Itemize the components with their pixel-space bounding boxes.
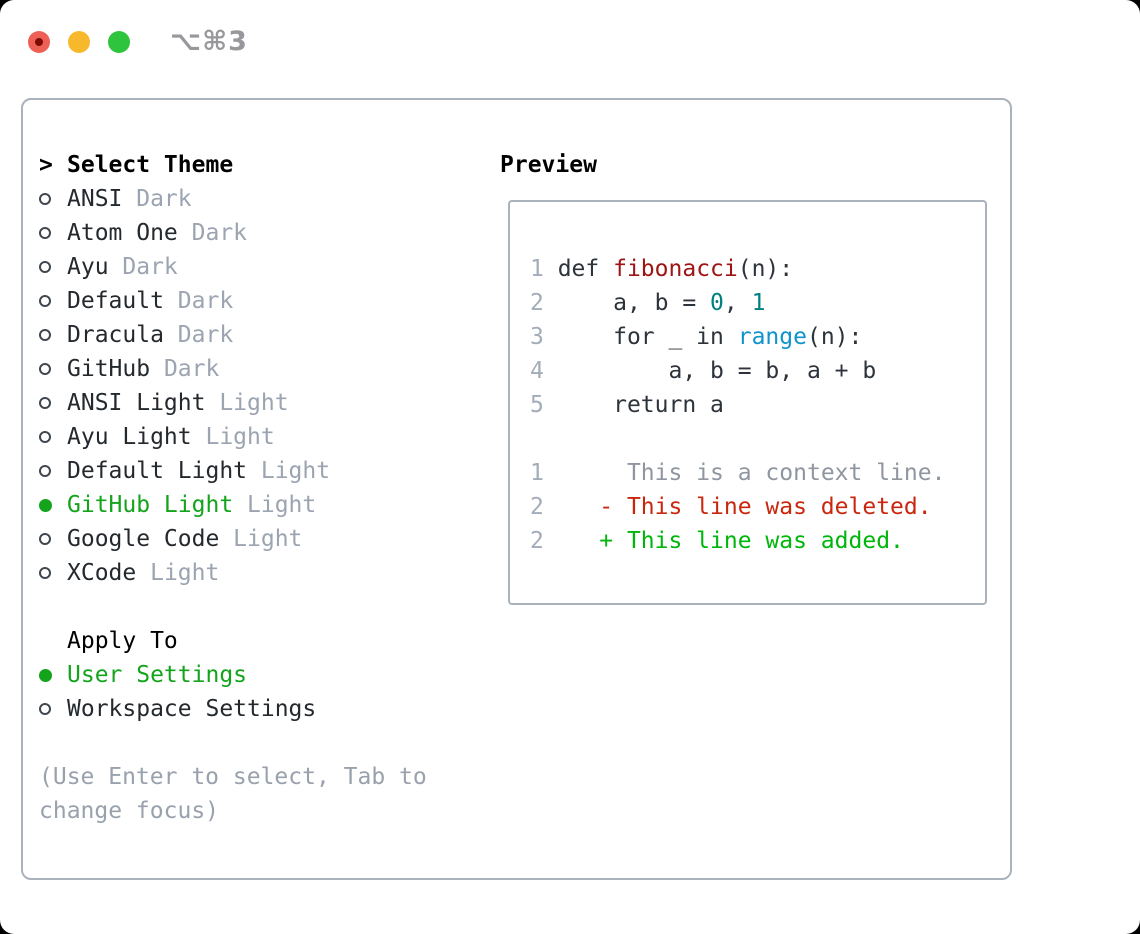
preview-title: Preview — [500, 152, 597, 178]
radio-icon — [39, 227, 67, 239]
radio-icon — [39, 329, 67, 341]
line-number: 2 — [530, 494, 544, 520]
theme-name: GitHub Light — [67, 492, 234, 518]
code-line — [530, 422, 985, 456]
line-number: 1 — [530, 460, 544, 486]
theme-item-ansi[interactable]: ANSI Dark — [39, 182, 500, 216]
line-number: 1 — [530, 256, 544, 282]
theme-variant-tag: Dark — [191, 220, 248, 246]
prompt-arrow-icon: > — [39, 152, 53, 178]
minimize-button[interactable] — [68, 30, 90, 53]
code-line: 2 - This line was deleted. — [530, 494, 932, 520]
theme-name: Google Code — [67, 526, 220, 552]
theme-variant-tag: Light — [150, 560, 220, 586]
radio-icon — [39, 363, 67, 375]
theme-name: Dracula — [67, 322, 164, 348]
theme-variant-tag: Light — [260, 458, 331, 484]
theme-variant-tag: Light — [247, 492, 317, 518]
theme-item-atom-one[interactable]: Atom One Dark — [39, 216, 500, 250]
line-number: 5 — [530, 392, 544, 418]
theme-item-ayu[interactable]: Ayu Dark — [39, 250, 500, 284]
theme-name: Ayu — [67, 254, 109, 280]
theme-variant-tag: Light — [205, 424, 275, 450]
theme-variant-tag: Dark — [177, 288, 234, 314]
radio-selected-icon — [39, 668, 67, 682]
theme-name: Default Light — [67, 458, 248, 484]
apply-option-name: User Settings — [67, 662, 248, 688]
theme-item-ayu-light[interactable]: Ayu Light Light — [39, 420, 500, 454]
theme-item-default[interactable]: Default Dark — [39, 284, 500, 318]
apply-to-title: Apply To — [67, 628, 178, 654]
theme-item-xcode[interactable]: XCode Light — [39, 556, 500, 590]
code-line: 1 def fibonacci(n): — [530, 256, 794, 282]
line-number: 2 — [530, 528, 544, 554]
code-line: 4 a, b = b, a + b — [530, 358, 877, 384]
code-line: 3 for _ in range(n): — [530, 324, 863, 350]
theme-item-github[interactable]: GitHub Dark — [39, 352, 500, 386]
theme-name: Atom One — [67, 220, 178, 246]
radio-icon — [39, 465, 67, 477]
code-line: 1 This is a context line. — [530, 460, 946, 486]
apply-option-workspace-settings[interactable]: Workspace Settings — [39, 692, 500, 726]
titlebar: ⌥⌘3 — [28, 26, 248, 57]
code-line: 5 return a — [530, 392, 724, 418]
theme-variant-tag: Light — [233, 526, 303, 552]
code-preview-box: 1 def fibonacci(n): 2 a, b = 0, 1 3 for _ … — [508, 200, 987, 605]
theme-name: ANSI Light — [67, 390, 206, 416]
radio-icon — [39, 431, 67, 443]
theme-item-default-light[interactable]: Default Light Light — [39, 454, 500, 488]
radio-icon — [39, 703, 67, 715]
keyboard-shortcut-label: ⌥⌘3 — [170, 26, 248, 57]
theme-item-google-code[interactable]: Google Code Light — [39, 522, 500, 556]
line-number: 2 — [530, 290, 544, 316]
code-line: 2 + This line was added. — [530, 528, 904, 554]
theme-item-ansi-light[interactable]: ANSI Light Light — [39, 386, 500, 420]
preview-column: Preview 1 def fibonacci(n): 2 a, b = 0, 1… — [500, 148, 990, 878]
close-button[interactable] — [28, 30, 50, 53]
line-number: 4 — [530, 358, 544, 384]
radio-icon — [39, 295, 67, 307]
theme-name: ANSI — [67, 186, 123, 212]
theme-variant-tag: Dark — [177, 322, 234, 348]
select-theme-title: Select Theme — [67, 152, 234, 178]
apply-option-name: Workspace Settings — [67, 696, 317, 722]
theme-name: Ayu Light — [67, 424, 192, 450]
theme-name: GitHub — [67, 356, 151, 382]
theme-name: XCode — [67, 560, 137, 586]
theme-variant-tag: Dark — [163, 356, 220, 382]
theme-variant-tag: Dark — [136, 186, 192, 212]
radio-icon — [39, 193, 67, 205]
spacer — [39, 590, 500, 624]
theme-variant-tag: Dark — [122, 254, 178, 280]
radio-selected-icon — [39, 498, 67, 512]
code-line: 2 a, b = 0, 1 — [530, 290, 766, 316]
radio-icon — [39, 397, 67, 409]
radio-icon — [39, 567, 67, 579]
apply-to-header: Apply To — [39, 624, 500, 658]
theme-item-github-light[interactable]: GitHub Light Light — [39, 488, 500, 522]
theme-item-dracula[interactable]: Dracula Dark — [39, 318, 500, 352]
select-theme-header: > Select Theme — [39, 148, 500, 182]
apply-option-user-settings[interactable]: User Settings — [39, 658, 500, 692]
radio-icon — [39, 261, 67, 273]
theme-name: Default — [67, 288, 164, 314]
radio-icon — [39, 533, 67, 545]
line-number: 3 — [530, 324, 544, 350]
zoom-button[interactable] — [108, 30, 130, 53]
keyboard-hint-text: (Use Enter to select, Tab to change focu… — [39, 764, 427, 824]
theme-variant-tag: Light — [219, 390, 289, 416]
